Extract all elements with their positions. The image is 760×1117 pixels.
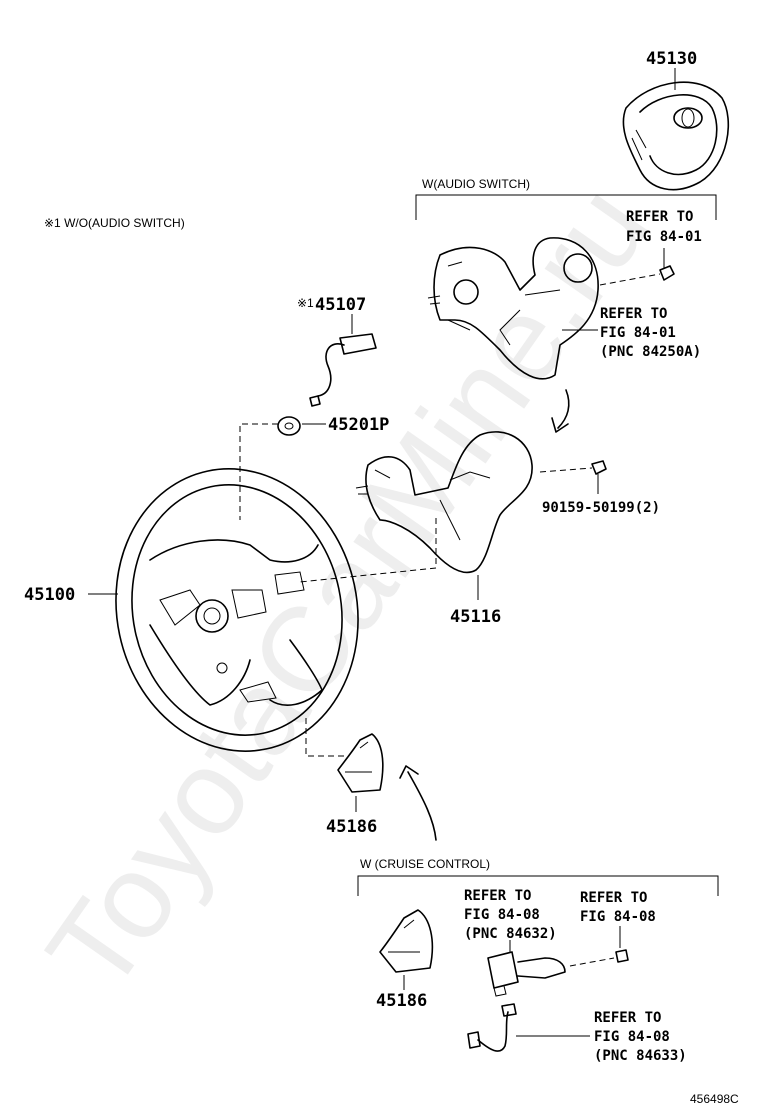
refer-label-84-08-c-line2: FIG 84-08 [594,1029,670,1045]
refer-label-84-01-a-line2: FIG 84-01 [626,229,702,245]
screw-middle [539,460,607,475]
part-number-45130: 45130 [646,49,697,69]
refer-label-84-08-c-line1: REFER TO [594,1010,661,1026]
dashed-guide-45186 [305,718,346,757]
lower-cover-drawing [355,431,533,574]
refer-label-84-08-b-line1: REFER TO [580,890,647,906]
part-number-90159: 90159-50199(2) [542,500,660,516]
dashed-guide-cover [299,518,437,583]
nut-drawing [277,416,301,436]
refer-label-84-01-a-line1: REFER TO [626,209,693,225]
steering-wheel-drawing [115,468,359,752]
refer-label-84-08-c-line3: (PNC 84633) [594,1048,687,1064]
cruise-harness-drawing [467,1003,517,1052]
airbag-pad-drawing [622,81,729,191]
switch-cover-drawing-a [337,733,384,793]
cruise-switch-drawing [487,940,566,997]
refer-label-84-08-a-line3: (PNC 84632) [464,926,557,942]
note-label-wo-audio-switch: ※1 W/O(AUDIO SWITCH) [44,216,185,230]
arrow-down-icon [551,389,570,433]
part-number-45100: 45100 [24,585,75,605]
section-label-cruise-control: W (CRUISE CONTROL) [360,857,490,871]
part-number-45116: 45116 [450,607,501,627]
refer-label-84-08-a-line2: FIG 84-08 [464,907,540,923]
refer-label-84-08-b-line2: FIG 84-08 [580,909,656,925]
bracket-cruise-control [357,875,719,896]
refer-label-84-08-a-line1: REFER TO [464,888,531,904]
dashed-guide-nut [239,423,278,520]
refer-label-84-01-b-line2: FIG 84-01 [600,325,676,341]
part-number-45186-a: 45186 [326,817,377,837]
switch-cover-drawing-b [379,909,434,973]
part-number-45107: 45107 [315,295,366,315]
refer-label-84-01-b-line3: (PNC 84250A) [600,344,701,360]
audio-switch-pad-drawing [427,237,599,380]
part-number-45186-b: 45186 [376,991,427,1011]
bracket-audio-switch [415,194,717,220]
part-number-45201p: 45201P [328,415,389,435]
screw-lower [569,949,629,967]
watermark-text: ToyotaCarMine.ru [22,162,675,1015]
screw-upper [599,265,675,286]
wire-harness-drawing [309,333,377,407]
figure-id: 456498C [690,1092,739,1106]
section-label-audio-switch: W(AUDIO SWITCH) [422,177,530,191]
refer-label-84-01-b-line1: REFER TO [600,306,667,322]
arrow-up-icon [399,765,437,841]
note-mark-45107: ※1 [297,296,314,310]
